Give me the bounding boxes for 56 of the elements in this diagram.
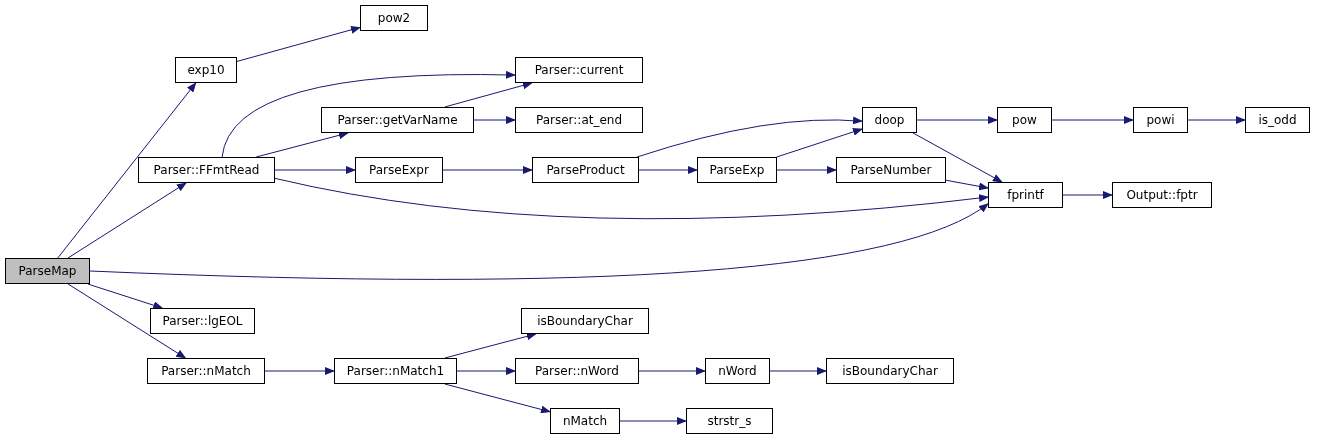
arrow [1187, 116, 1246, 124]
arrow [57, 82, 197, 259]
function-box: doop [862, 107, 917, 133]
function-box: ParseNumber [836, 157, 946, 183]
arrow [916, 116, 998, 124]
function-box: Parser::at_end [515, 107, 643, 133]
arrow [776, 166, 837, 174]
arrow [221, 70, 516, 158]
arrow [456, 367, 516, 375]
arrow [638, 166, 698, 174]
arrow [255, 131, 349, 158]
arrow [1062, 191, 1113, 199]
function-box: nMatch [550, 408, 620, 434]
arrow [638, 367, 706, 375]
arrow [87, 283, 164, 310]
arrow [274, 166, 356, 174]
function-box: ParseExp [697, 157, 777, 183]
function-box: nWord [705, 358, 770, 384]
function-box: Parser::nMatch [147, 358, 265, 384]
arrow [89, 203, 989, 280]
function-box: fprintf [988, 182, 1063, 208]
function-box: strstr_s [686, 408, 773, 434]
arrow [776, 128, 863, 158]
arrow [236, 25, 361, 62]
arrow [274, 177, 989, 220]
function-box: ParseMap [5, 258, 90, 284]
function-box: Output::fptr [1112, 182, 1212, 208]
function-box: pow2 [360, 5, 428, 31]
arrow [912, 132, 1003, 183]
arrow [444, 332, 537, 359]
arrow [619, 417, 687, 425]
arrow [444, 81, 533, 108]
arrow [67, 182, 187, 259]
arrow [442, 166, 533, 174]
function-box: ParseProduct [532, 157, 639, 183]
arrow [636, 116, 863, 158]
arrow [444, 383, 551, 414]
function-box: Parser::current [515, 57, 643, 83]
function-box: Parser::FFmtRead [138, 157, 275, 183]
arrow [67, 283, 187, 359]
function-box: Parser::nWord [515, 358, 639, 384]
arrow [769, 367, 827, 375]
function-box: Parser::nMatch1 [334, 358, 457, 384]
function-box: exp10 [175, 57, 237, 83]
arrow [945, 179, 989, 191]
function-box: isBoundaryChar [826, 358, 954, 384]
arrow [473, 116, 516, 124]
function-box: Parser::getVarName [321, 107, 474, 133]
function-box: isBoundaryChar [521, 308, 649, 334]
arrow [264, 367, 335, 375]
function-box: is_odd [1245, 107, 1310, 133]
arrow [1051, 116, 1134, 124]
function-box: ParseExpr [355, 157, 443, 183]
function-box: Parser::lgEOL [150, 308, 255, 334]
function-box: pow [997, 107, 1052, 133]
function-box: powi [1133, 107, 1188, 133]
